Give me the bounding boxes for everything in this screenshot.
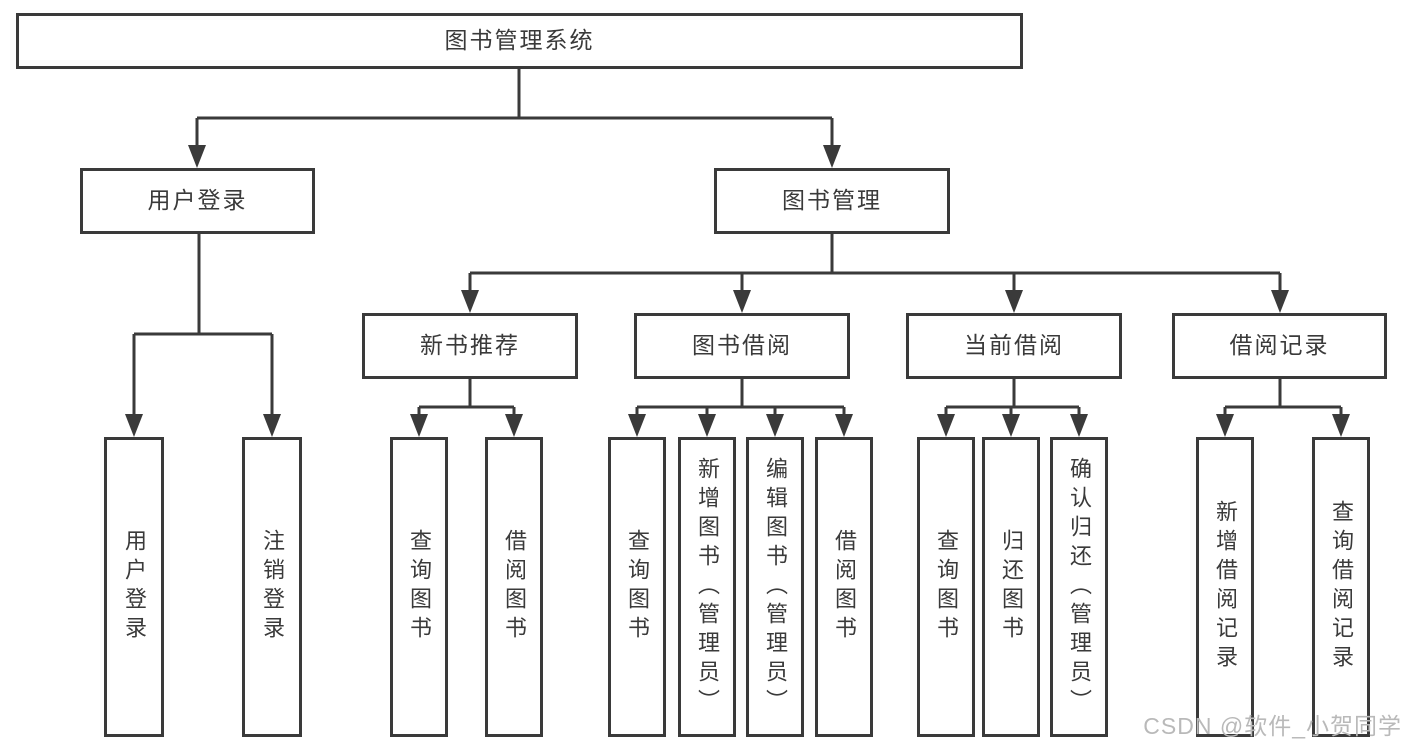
node-label: 编辑图书（管理员） xyxy=(763,456,788,718)
leaf-borrow-books: 借阅图书 xyxy=(815,437,873,737)
node-label: 查询借阅记录 xyxy=(1329,500,1354,674)
leaf-query-borrow-record: 查询借阅记录 xyxy=(1312,437,1370,737)
node-label: 新书推荐 xyxy=(420,332,520,359)
arrowheads xyxy=(125,145,1350,437)
node-current-borrow: 当前借阅 xyxy=(906,313,1122,379)
leaf-query-books-borrow: 查询图书 xyxy=(608,437,666,737)
leaf-borrow-books-recommend: 借阅图书 xyxy=(485,437,543,737)
node-label: 用户登录 xyxy=(147,187,248,214)
node-label: 用户登录 xyxy=(122,529,147,645)
node-new-book-recommend: 新书推荐 xyxy=(362,313,578,379)
node-label: 归还图书 xyxy=(999,529,1024,645)
node-label: 查询图书 xyxy=(407,529,432,645)
leaf-query-books-current: 查询图书 xyxy=(917,437,975,737)
node-label: 图书管理系统 xyxy=(444,27,595,54)
node-label: 图书借阅 xyxy=(692,332,792,359)
node-label: 图书管理 xyxy=(782,187,882,214)
node-label: 查询图书 xyxy=(625,529,650,645)
leaf-add-borrow-record: 新增借阅记录 xyxy=(1196,437,1254,737)
node-label: 确认归还（管理员） xyxy=(1067,456,1092,718)
csdn-watermark: CSDN @软件_小贺同学 xyxy=(1143,713,1402,739)
node-book-management: 图书管理 xyxy=(714,168,950,234)
node-label: 新增借阅记录 xyxy=(1213,500,1238,674)
node-borrow-records: 借阅记录 xyxy=(1172,313,1387,379)
node-book-borrow: 图书借阅 xyxy=(634,313,850,379)
node-label: 借阅记录 xyxy=(1229,332,1330,359)
node-label: 借阅图书 xyxy=(502,529,527,645)
leaf-edit-book-admin: 编辑图书（管理员） xyxy=(746,437,804,737)
leaf-confirm-return-admin: 确认归还（管理员） xyxy=(1050,437,1108,737)
node-label: 新增图书（管理员） xyxy=(695,456,720,718)
node-label: 借阅图书 xyxy=(832,529,857,645)
leaf-user-login: 用户登录 xyxy=(104,437,164,737)
leaf-query-books-recommend: 查询图书 xyxy=(390,437,448,737)
node-label: 当前借阅 xyxy=(964,332,1064,359)
leaf-add-book-admin: 新增图书（管理员） xyxy=(678,437,736,737)
leaf-logout: 注销登录 xyxy=(242,437,302,737)
node-library-system: 图书管理系统 xyxy=(16,13,1023,69)
node-label: 注销登录 xyxy=(260,529,285,645)
node-user-login: 用户登录 xyxy=(80,168,315,234)
node-label: 查询图书 xyxy=(934,529,959,645)
leaf-return-books: 归还图书 xyxy=(982,437,1040,737)
